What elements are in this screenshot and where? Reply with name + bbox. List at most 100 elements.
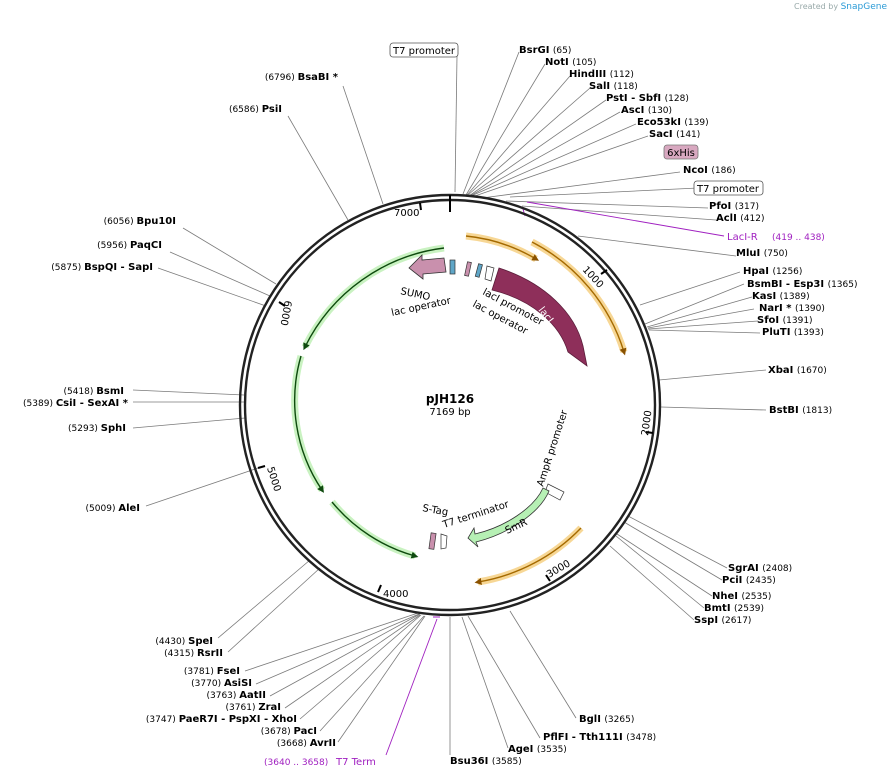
site-position: (6586)	[229, 105, 262, 115]
site-name: PluTI	[762, 327, 794, 338]
site-name: MluI	[736, 248, 764, 259]
site-position: (3781)	[184, 667, 217, 677]
site-name: AclI	[716, 213, 740, 224]
site-name: HpaI	[743, 266, 772, 277]
site-label: PstI - SbfI (128)	[606, 93, 689, 104]
site-label: NarI * (1390)	[759, 303, 825, 314]
site-label: AclI (412)	[716, 213, 765, 224]
site-name: SgrAI	[728, 563, 762, 574]
site-name: NotI	[545, 57, 572, 68]
tick-label: 7000	[394, 208, 419, 219]
site-label: SalI (118)	[589, 81, 638, 92]
site-position: (130)	[648, 106, 672, 116]
site-label: SgrAI (2408)	[728, 563, 792, 574]
site-position: (3763)	[206, 691, 239, 701]
site-label: HpaI (1256)	[743, 266, 802, 277]
feature-SUMO	[408, 254, 447, 280]
site-label: (5875) BspQI - SapI	[51, 262, 153, 273]
site-name: NheI	[712, 591, 741, 602]
site-position: (2408)	[762, 564, 792, 574]
site-position: (3535)	[537, 745, 567, 755]
site-position: (1391)	[783, 316, 813, 326]
site-name: Eco53kI	[637, 117, 684, 128]
site-name: BsmBI - Esp3I	[747, 279, 828, 290]
site-label: SspI (2617)	[694, 615, 751, 626]
site-position: (139)	[684, 118, 708, 128]
site-position: (750)	[764, 249, 788, 259]
site-name: CsiI - SexAI *	[56, 398, 129, 409]
site-label: (3781) FseI	[184, 666, 240, 677]
site-position: (1393)	[794, 328, 824, 338]
site-name: BglI	[579, 714, 604, 725]
site-label: (5389) CsiI - SexAI *	[23, 398, 129, 409]
site-name: RsrII	[197, 648, 223, 659]
svg-text:(3640 .. 3658): (3640 .. 3658)	[264, 758, 328, 768]
feature-small-markers	[428, 259, 565, 550]
site-position: (2617)	[722, 616, 752, 626]
credit-prefix: Created by	[794, 2, 839, 11]
site-name: SphI	[101, 423, 126, 434]
primer-lacI-R: LacI-R (419 .. 438)	[727, 232, 825, 243]
site-label: PfoI (317)	[709, 201, 759, 212]
svg-text:(419 .. 438): (419 .. 438)	[772, 233, 825, 243]
site-label: (3763) AatII	[206, 690, 266, 701]
tick-label: 5000	[264, 466, 282, 494]
site-label: (5418) BsmI	[63, 386, 124, 397]
site-position: (65)	[553, 46, 571, 56]
site-name: PsiI	[262, 104, 282, 115]
site-label: (5956) PaqCI	[97, 240, 162, 251]
site-name: HindIII	[569, 69, 610, 80]
site-name: BsmI	[96, 386, 124, 397]
site-position: (118)	[614, 82, 638, 92]
site-label: BsmBI - Esp3I (1365)	[747, 279, 858, 290]
boxed-label-t7-promoter-top: T7 promoter	[389, 42, 459, 58]
site-label: (3761) ZraI	[226, 702, 281, 713]
site-label: (3668) AvrII	[277, 738, 336, 749]
tick-label: 6000	[278, 299, 293, 326]
site-label: PciI (2435)	[722, 575, 776, 586]
site-position: (1813)	[802, 406, 832, 416]
orf-arcs-orange	[465, 232, 628, 586]
site-position: (2539)	[734, 604, 764, 614]
site-position: (6796)	[265, 73, 298, 83]
site-position: (186)	[711, 166, 735, 176]
site-name: SspI	[694, 615, 722, 626]
site-label: MluI (750)	[736, 248, 788, 259]
site-label: (3747) PaeR7I - PspXI - XhoI	[146, 714, 297, 725]
tick-label: 2000	[640, 410, 654, 437]
site-label: KasI (1389)	[752, 291, 810, 302]
plasmid-name: pJH126	[426, 392, 474, 406]
site-position: (5875)	[51, 263, 84, 273]
site-name: PaqCI	[130, 240, 162, 251]
site-position: (6056)	[104, 217, 137, 227]
site-position: (3265)	[604, 715, 634, 725]
feature-label-AmpR-promoter: AmpR promoter	[535, 408, 570, 488]
site-label: NheI (2535)	[712, 591, 771, 602]
feature-label-S-Tag: S-Tag	[421, 503, 448, 518]
leader-lines	[132, 51, 767, 755]
site-position: (317)	[735, 202, 759, 212]
site-name: PflFI - Tth111I	[543, 732, 626, 743]
tick-marks	[257, 195, 654, 593]
feature-label-SmR: SmR	[504, 517, 530, 537]
site-position: (4315)	[164, 649, 197, 659]
site-label: BmtI (2539)	[704, 603, 764, 614]
site-label: (3770) AsiSI	[191, 678, 252, 689]
site-label: BstBI (1813)	[769, 405, 832, 416]
site-name: NcoI	[683, 165, 711, 176]
site-name: SpeI	[188, 636, 213, 647]
site-name: SalI	[589, 81, 614, 92]
site-label: (5293) SphI	[68, 423, 126, 434]
site-name: PacI	[294, 726, 317, 737]
svg-text:6xHis: 6xHis	[667, 148, 695, 159]
site-position: (3678)	[261, 727, 294, 737]
site-label: (5009) AleI	[86, 503, 140, 514]
site-position: (1256)	[772, 267, 802, 277]
site-label: SfoI (1391)	[757, 315, 813, 326]
site-position: (412)	[740, 214, 764, 224]
site-name: PaeR7I - PspXI - XhoI	[179, 714, 297, 725]
site-name: BsaBI *	[298, 72, 339, 83]
site-label: PflFI - Tth111I (3478)	[543, 732, 656, 743]
site-position: (3747)	[146, 715, 179, 725]
site-position: (1390)	[795, 304, 825, 314]
